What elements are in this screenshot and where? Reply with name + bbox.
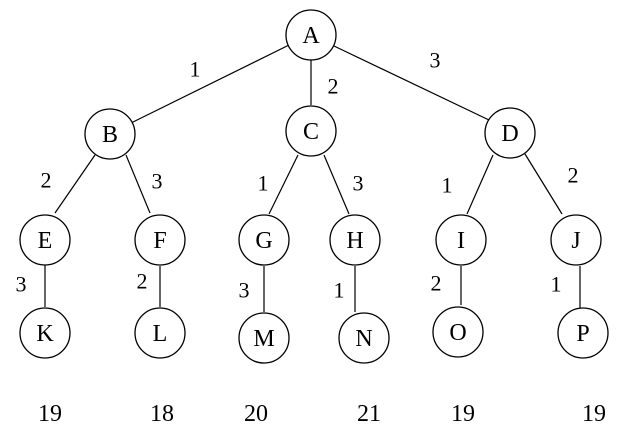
- node-p: P: [557, 307, 609, 359]
- node-a-label: A: [302, 23, 320, 49]
- node-i: I: [435, 214, 487, 266]
- node-n: N: [338, 312, 390, 364]
- weight-a-b: 1: [190, 57, 201, 82]
- weight-a-d: 3: [430, 48, 441, 73]
- edge-c-g: [268, 154, 299, 215]
- weight-d-i: 1: [442, 173, 453, 198]
- node-i-label: I: [457, 228, 465, 254]
- node-b: B: [84, 108, 136, 160]
- leaf-total-m: 20: [244, 401, 268, 427]
- node-b-label: B: [102, 122, 118, 148]
- weight-e-k: 3: [16, 272, 27, 297]
- node-c: C: [285, 105, 337, 157]
- weight-d-j: 2: [568, 163, 579, 188]
- node-o-label: O: [449, 320, 466, 346]
- node-g-label: G: [255, 228, 272, 254]
- node-j: J: [550, 214, 602, 266]
- edge-weights: 1 2 3 2 3 1 3 1 2 3 2 3 1 2 1: [16, 48, 579, 303]
- node-h: H: [329, 214, 381, 266]
- weight-h-n: 1: [334, 278, 345, 303]
- leaf-total-n: 21: [357, 401, 381, 427]
- edge-b-f: [125, 154, 151, 214]
- leaf-total-o: 19: [451, 401, 475, 427]
- node-d-label: D: [501, 121, 518, 147]
- node-k: K: [19, 307, 71, 359]
- node-h-label: H: [346, 228, 363, 254]
- node-a: A: [285, 9, 337, 61]
- leaf-total-p: 19: [582, 401, 606, 427]
- nodes: A B C D E F G H: [19, 9, 609, 364]
- edge-c-h: [323, 154, 350, 215]
- weight-g-m: 3: [239, 278, 250, 303]
- weight-c-g: 1: [258, 171, 269, 196]
- node-e: E: [19, 214, 71, 266]
- node-f-label: F: [153, 228, 166, 254]
- node-l-label: L: [153, 321, 168, 347]
- leaf-totals: 19 18 20 21 19 19: [38, 401, 606, 427]
- edge-a-d: [333, 45, 490, 121]
- edge-d-i: [466, 154, 494, 215]
- node-p-label: P: [576, 321, 589, 347]
- edge-d-j: [524, 153, 563, 215]
- node-g: G: [238, 214, 290, 266]
- weight-i-o: 2: [431, 271, 442, 296]
- weight-a-c: 2: [328, 74, 339, 99]
- weight-f-l: 2: [137, 269, 148, 294]
- weight-b-f: 3: [152, 169, 163, 194]
- node-c-label: C: [303, 119, 319, 145]
- leaf-total-k: 19: [38, 401, 62, 427]
- edge-b-e: [54, 154, 96, 214]
- node-f: F: [134, 214, 186, 266]
- node-m: M: [238, 312, 290, 364]
- node-k-label: K: [36, 321, 54, 347]
- weight-c-h: 3: [353, 171, 364, 196]
- leaf-total-l: 18: [150, 401, 174, 427]
- node-j-label: J: [571, 228, 580, 254]
- node-e-label: E: [38, 228, 53, 254]
- node-l: L: [134, 307, 186, 359]
- edges: [44, 44, 581, 312]
- edge-a-b: [130, 44, 290, 124]
- node-n-label: N: [355, 326, 372, 352]
- weight-b-e: 2: [41, 168, 52, 193]
- node-o: O: [432, 306, 484, 358]
- node-m-label: M: [253, 326, 274, 352]
- node-d: D: [484, 107, 536, 159]
- weight-j-p: 1: [551, 272, 562, 297]
